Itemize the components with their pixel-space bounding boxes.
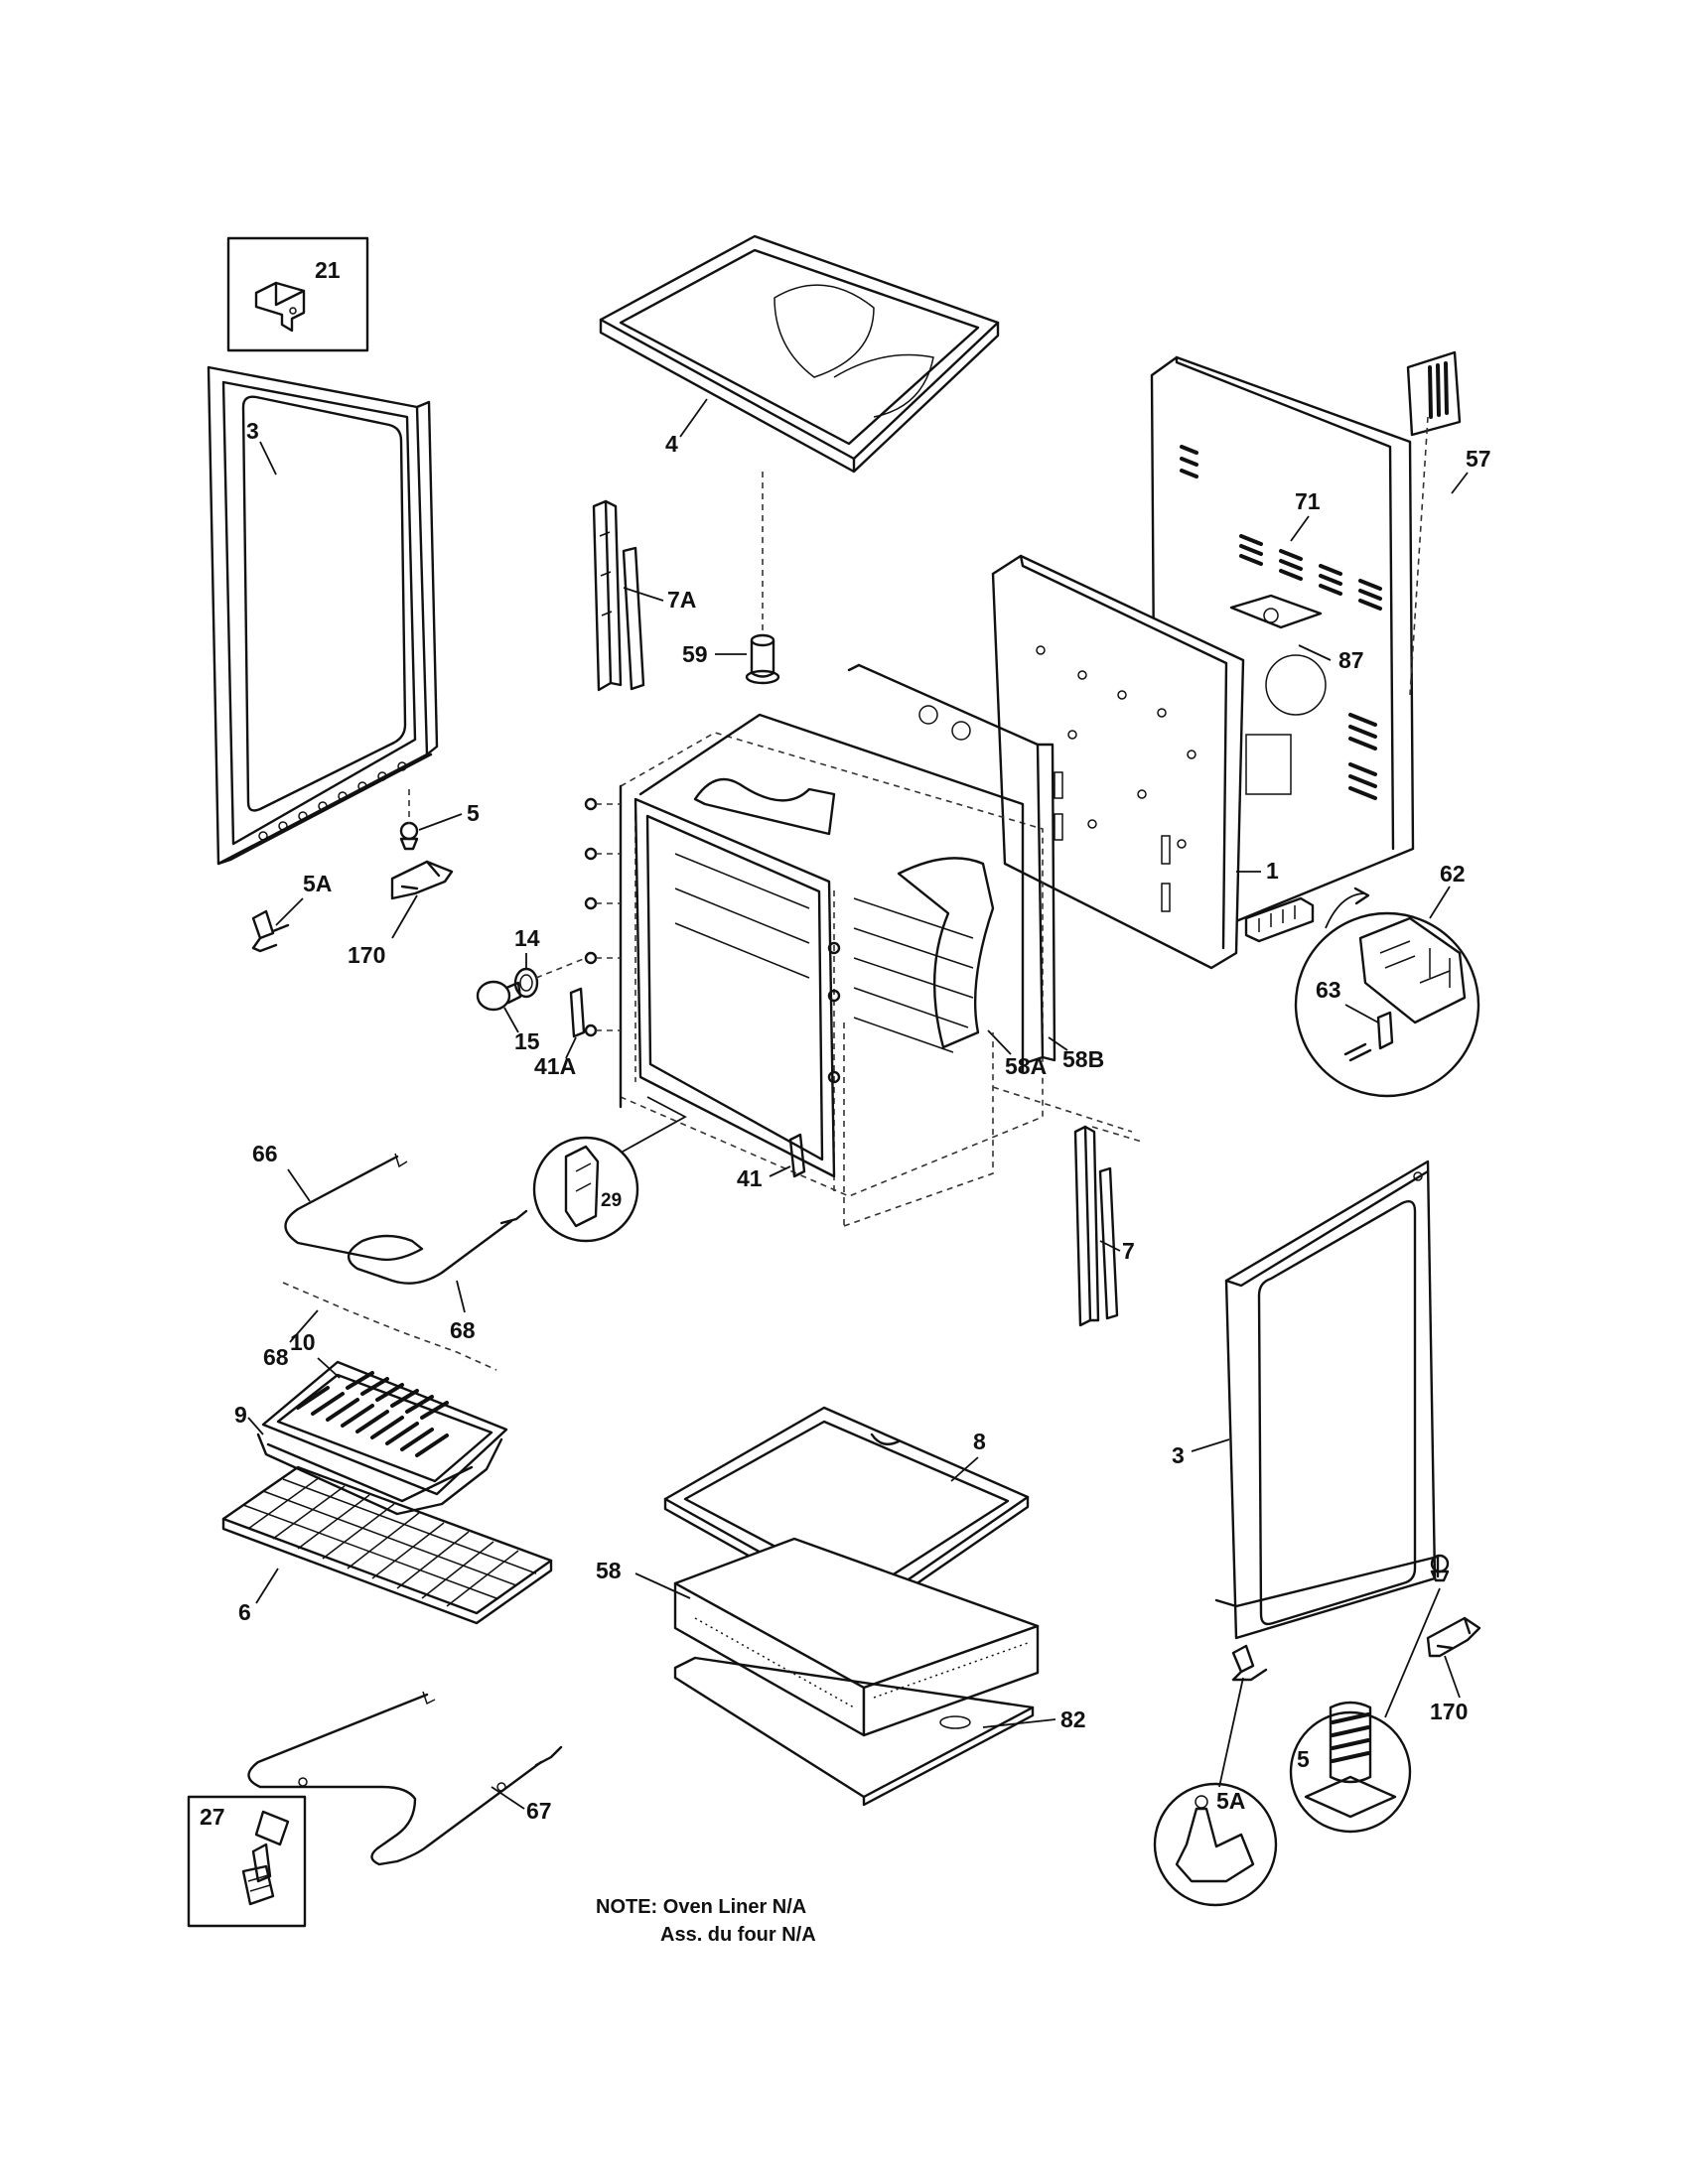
label-5A-right: 5A [1216,1788,1245,1814]
label-1: 1 [1266,858,1279,884]
note-line-2: Ass. du four N/A [660,1924,816,1946]
part-170-left-bracket: 170 [348,860,454,968]
label-67: 67 [526,1798,552,1824]
label-58: 58 [596,1558,622,1583]
label-82: 82 [1060,1706,1086,1732]
oven-body: 58A 58B [619,663,1104,1197]
label-21: 21 [315,257,341,283]
part-3-left-side-panel: 3 [207,365,439,866]
label-71: 71 [1295,488,1321,514]
label-58A: 58A [1005,1053,1047,1079]
part-3-right-side-panel: 3 [1172,1160,1440,1640]
label-57: 57 [1466,446,1491,472]
label-5-left: 5 [467,800,480,826]
vents-71 [1180,445,1382,800]
label-87: 87 [1338,647,1364,673]
label-10: 10 [290,1329,316,1355]
label-63: 63 [1316,977,1341,1003]
lamp-dash [535,957,587,979]
part-7A-rack-support: 7A [592,499,696,692]
label-14: 14 [514,925,540,951]
label-5-right: 5 [1297,1746,1310,1772]
part-58-insulation: 58 [596,1537,1040,1737]
label-68-b: 68 [450,1317,476,1343]
label-3-right: 3 [1172,1442,1185,1468]
label-8: 8 [973,1429,986,1454]
label-68-a: 68 [263,1344,289,1370]
label-27: 27 [200,1804,225,1830]
label-170-left: 170 [348,942,385,968]
label-170-right: 170 [1430,1699,1468,1724]
part-5-left-leveler: 5 [399,789,480,851]
part-59-plug: 59 [682,633,780,685]
part-15-lamp-bulb: 15 [476,980,540,1054]
part-10-broiler-grid: 10 [261,1329,508,1496]
note-text: NOTE: Oven Liner N/A Ass. du four N/A [596,1896,816,1946]
part-4-top-panel: 4 [599,234,1000,474]
part-27-inset: 27 [187,1795,307,1928]
label-58B: 58B [1062,1046,1104,1072]
label-7: 7 [1122,1238,1135,1264]
lower-frame [843,1023,1133,1227]
label-62: 62 [1440,861,1466,887]
part-5-right-leveler: 5 [1289,1554,1450,1834]
part-29-inset: 29 [532,1096,687,1243]
label-4: 4 [665,431,678,457]
label-5A-left: 5A [303,871,332,896]
label-41: 41 [737,1165,763,1191]
part-62-terminal-block: 62 63 [1244,861,1480,1098]
part-9-broiler-pan: 9 [234,1402,503,1516]
part-67-bake-element: 67 [247,1691,563,1866]
part-5A-left-bracket: 5A [251,871,332,953]
label-3-left: 3 [246,418,259,444]
label-15: 15 [514,1028,540,1054]
part-57-vent-cover: 57 [1406,350,1491,494]
label-7A: 7A [667,587,696,613]
part-1-rear-wall: 1 [991,554,1279,970]
note-line-1: NOTE: Oven Liner N/A [596,1896,806,1918]
label-66: 66 [252,1141,278,1166]
part-6-oven-rack: 6 [221,1465,553,1625]
label-29: 29 [601,1190,622,1211]
part-66-broil-element: 66 68 68 [252,1141,528,1371]
part-7-rack-support: 7 [1073,1125,1143,1327]
part-41A-clip: 41A [534,987,586,1079]
part-5A-right-bracket: 5A [1153,1644,1278,1907]
part-41-clip: 41 [737,1133,806,1191]
leader-dash-57 [1409,416,1429,696]
label-9: 9 [234,1402,247,1428]
label-59: 59 [682,641,708,667]
screws [584,797,841,1084]
part-82-bottom-cover: 82 [673,1656,1086,1807]
label-6: 6 [238,1599,251,1625]
part-21-inset: 21 [226,236,369,352]
part-170-right-bracket: 170 [1426,1616,1481,1724]
label-41A: 41A [534,1053,576,1079]
